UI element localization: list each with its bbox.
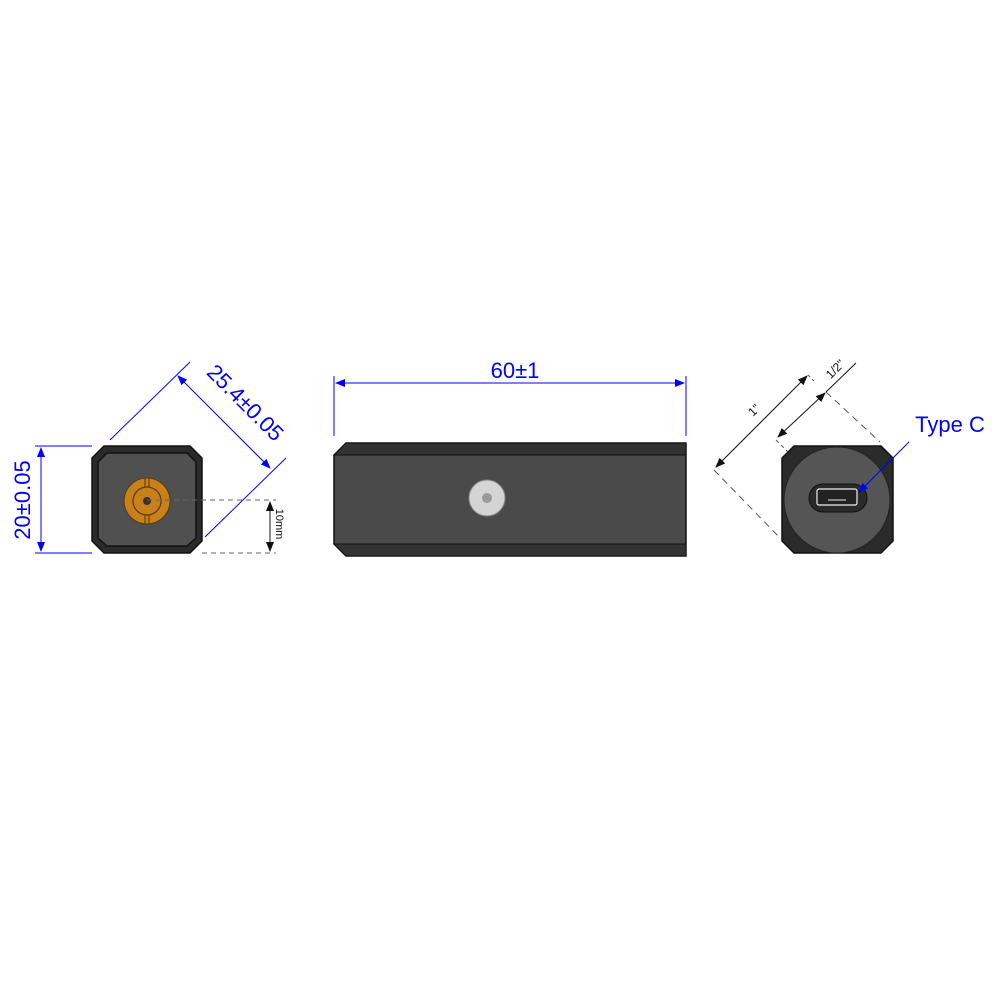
one-inch-dimension (715, 375, 808, 468)
port-label: Type C (915, 412, 985, 437)
half-inch-dimension (777, 392, 826, 438)
half-inch-label: 1/2" (823, 357, 848, 382)
front-view: 10mm 20±0.05 25.4±0.05 (10, 359, 289, 554)
diagonal-label: 25.4±0.05 (202, 359, 289, 446)
screw-icon (468, 479, 506, 517)
port-callout-arrow (858, 441, 910, 493)
height-label: 20±0.05 (10, 460, 35, 539)
rear-view: 1" 1/2" Type C (713, 357, 985, 554)
usb-c-port-icon (808, 483, 868, 513)
offset-label: 10mm (273, 509, 285, 540)
diagonal-dimension (177, 375, 271, 469)
one-inch-label: 1" (745, 401, 763, 419)
connector-icon (123, 477, 171, 525)
side-view: 60±1 (332, 358, 687, 557)
length-label: 60±1 (491, 358, 540, 383)
